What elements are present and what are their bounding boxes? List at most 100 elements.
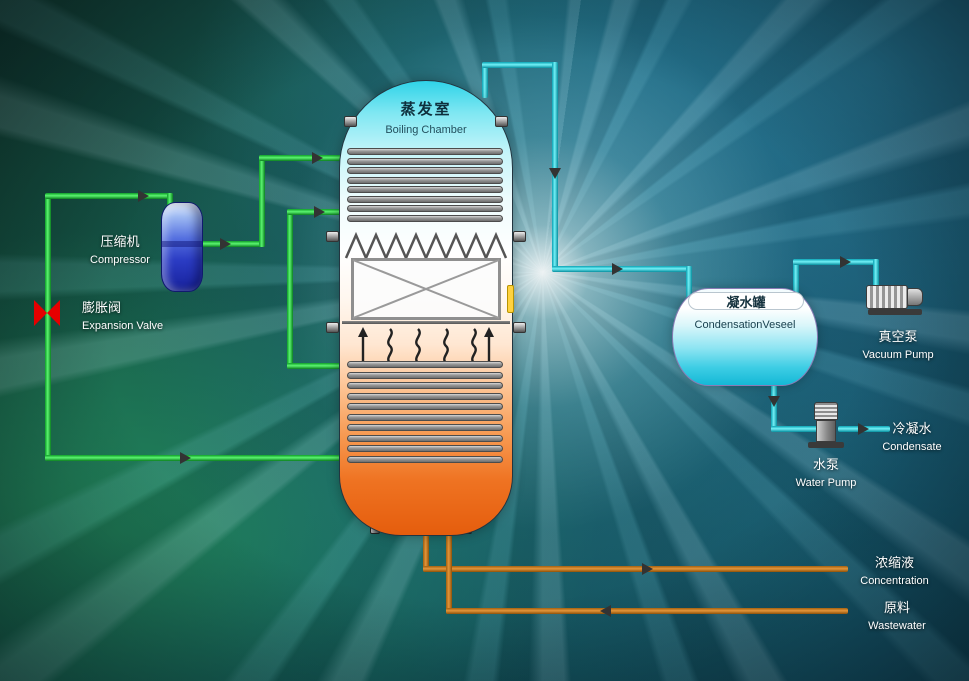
heat-tube [347,445,503,453]
heat-tube [347,157,503,165]
pipe-compressor-suction [45,193,173,199]
heat-tube [347,403,503,411]
pipe-recirculation-vertical [287,209,293,369]
pipe-condensate-to-pump [771,426,819,432]
heat-tube [347,167,503,175]
water-pump-label-zh: 水泵 [812,457,839,472]
vessel-divider-line [342,321,510,324]
heat-tube [347,413,503,421]
compressor-icon [161,202,203,292]
nozzle-flange [326,231,339,242]
flow-arrow-condensate-drop [768,396,780,407]
compressor-seam [162,241,202,247]
flow-arrow-discharge [220,238,231,250]
heat-tube [347,148,503,155]
water-pump-body [816,420,836,442]
vacuum-pump-motor [907,288,923,306]
flow-arrow-expansion-outlet [180,452,191,464]
water-pump-base [808,442,844,448]
vacuum-pump-label: 真空泵 Vacuum Pump [853,327,943,363]
water-pump-motor [814,402,838,420]
heat-tube [347,424,503,432]
condensate-label: 冷凝水 Condensate [872,419,952,455]
condensate-label-en: Condensate [882,440,942,453]
flow-arrow-concentrate [642,563,653,575]
concentration-label-zh: 浓缩液 [874,555,914,570]
water-pump-label-en: Water Pump [795,476,857,489]
heat-tube [347,382,503,390]
vacuum-pump-ribs [866,285,908,309]
expansion-valve-label-en: Expansion Valve [82,319,164,332]
condensate-label-zh: 冷凝水 [892,421,932,436]
top-heat-tube-bundle [347,148,503,222]
heat-tube [347,205,503,213]
heat-tube [347,195,503,203]
pipe-condensate-drop [771,384,777,432]
vacuum-pump-label-en: Vacuum Pump [862,348,934,361]
heat-tube [347,455,503,463]
heat-tube [347,214,503,222]
heat-exchanger-box [351,258,501,320]
wastewater-label-en: Wastewater [868,619,926,632]
pipe-discharge-riser [259,155,265,247]
nozzle-flange [326,322,339,333]
expansion-valve-right-triangle [47,300,60,326]
boiling-chamber-label-zh: 蒸发室 [400,101,452,118]
compressor-label-en: Compressor [90,253,150,266]
water-pump-label: 水泵 Water Pump [786,455,866,491]
vacuum-pump-icon [866,280,928,320]
pipe-refrigerant-left-vertical [45,196,51,461]
expansion-valve-label: 膨胀阀 Expansion Valve [82,298,192,334]
pipe-expansion-outlet [45,455,347,461]
heat-tube [347,434,503,442]
boiling-chamber-label-en: Boiling Chamber [385,123,467,136]
flow-arrow-feed [600,605,611,617]
heat-tube [347,361,503,368]
pipe-vapor-dome-riser [482,62,488,98]
nozzle-flange [495,116,508,127]
flow-arrow-vapor-down [549,168,561,179]
pipe-concentrate-horizontal [423,566,848,572]
pipe-vacuum-horizontal [793,259,879,265]
expansion-valve-icon [34,300,60,326]
steam-arrows [358,327,494,364]
nozzle-flange [513,231,526,242]
water-pump-icon [806,402,846,452]
concentration-label: 浓缩液 Concentration [842,553,947,589]
flow-arrow-recirculation [314,206,325,218]
pipe-vapor-downcomer [552,62,558,272]
expansion-valve-label-zh: 膨胀阀 [82,300,122,315]
bottom-heat-tube-bundle [347,361,503,463]
vacuum-pump-base [868,309,922,315]
concentration-label-en: Concentration [860,574,929,587]
nozzle-flange [344,116,357,127]
heat-tube [347,392,503,400]
pipe-tank-inlet-drop [686,266,692,298]
wastewater-label: 原料 Wastewater [852,598,942,634]
condensation-vessel-label-en-wrap: CondensationVeseel [672,315,818,333]
compressor-label: 压缩机 Compressor [72,232,168,268]
pipe-vessel-top-inlet [259,155,345,161]
wastewater-label-zh: 原料 [883,600,910,615]
sight-glass [507,285,514,313]
pipe-compressor-suction-drop [167,193,173,209]
nozzle-flange [513,322,526,333]
compressor-label-zh: 压缩机 [100,234,140,249]
pipe-vacuum-drop [873,259,879,289]
pipe-feed-vertical [446,526,452,614]
pipe-feed-horizontal [446,608,848,614]
condensation-vessel-label-zh: 凝水罐 [726,294,766,310]
flow-arrow-suction [138,190,149,202]
flow-arrow-vapor-to-tank [612,263,623,275]
pipe-vacuum-riser [793,259,799,293]
flow-arrow-vacuum [840,256,851,268]
pipe-concentrate-drop [423,526,429,572]
flow-arrow-vessel-inlet [312,152,323,164]
condensation-vessel-label-en: CondensationVeseel [694,319,796,331]
condensation-vessel-title-band: 凝水罐 [688,292,804,310]
expansion-valve-left-triangle [34,300,47,326]
flow-arrow-condensate-out [858,423,869,435]
heat-tube [347,371,503,379]
boiling-chamber-label: 蒸发室 Boiling Chamber [356,99,496,138]
